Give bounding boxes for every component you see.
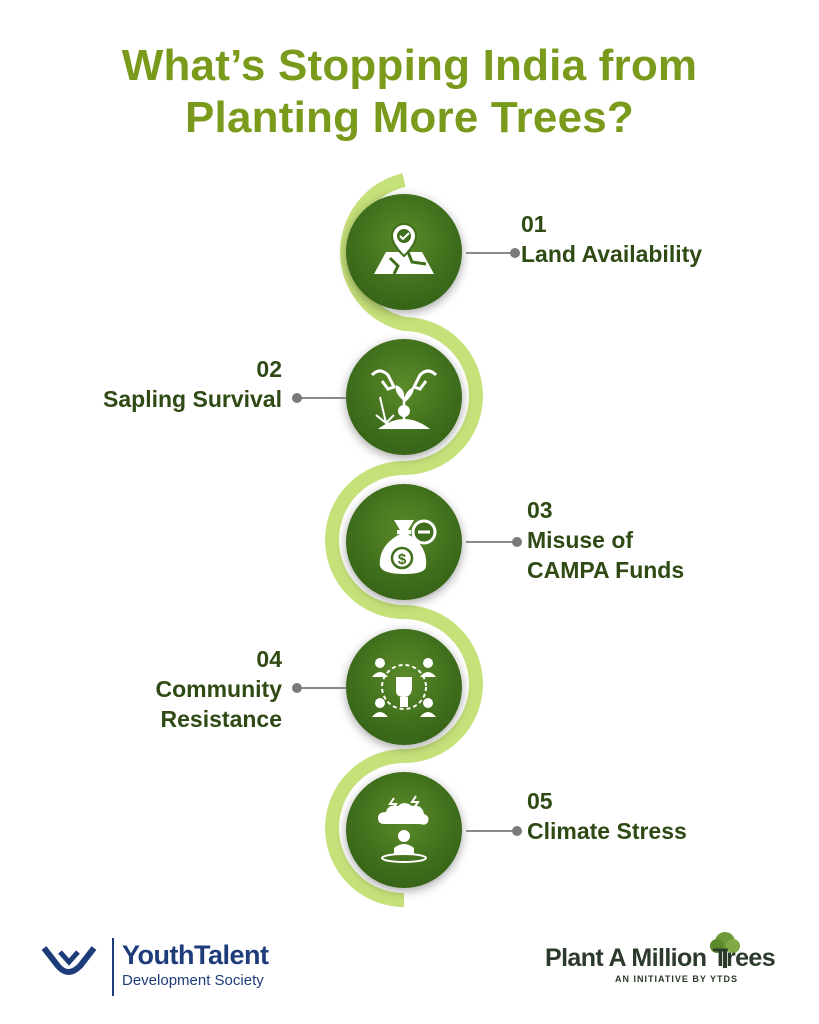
ytds-name: YouthTalent <box>122 940 269 970</box>
ytds-subtitle: Development Society <box>122 972 264 989</box>
connector-4 <box>296 687 346 689</box>
pamt-name: Plant A Million Trees <box>545 944 776 972</box>
item-number: 04 <box>256 646 282 672</box>
item-label-line-2: CAMPA Funds <box>527 557 685 583</box>
title-line-2: Planting More Trees? <box>185 93 634 142</box>
item-label-line-1: Misuse of <box>527 527 634 553</box>
item-number: 01 <box>521 211 547 237</box>
item-label: Land Availability <box>521 241 703 267</box>
ytds-mark-icon <box>41 946 97 975</box>
sapling-hands-icon <box>370 369 438 429</box>
map-location-icon <box>374 222 434 275</box>
item-label: Climate Stress <box>527 818 687 844</box>
connector-2 <box>296 397 346 399</box>
connector-dot-3 <box>512 537 522 547</box>
label-climate-stress: 05 Climate Stress <box>527 786 687 846</box>
item-number: 05 <box>527 788 553 814</box>
plant-a-million-trees-logo: Plant A Million Trees AN INITIATIVE BY Y… <box>545 930 795 1000</box>
label-misuse-campa-funds: 03 Misuse of CAMPA Funds <box>527 495 684 585</box>
node-climate-stress <box>346 772 462 888</box>
storm-person-icon <box>378 795 429 863</box>
node-misuse-campa-funds: $ <box>346 484 462 600</box>
item-number: 02 <box>256 356 282 382</box>
ytds-separator <box>112 938 114 996</box>
tree-icon <box>710 932 740 968</box>
connector-dot-2 <box>292 393 302 403</box>
pamt-subtitle: AN INITIATIVE BY YTDS <box>615 974 739 984</box>
node-sapling-survival <box>346 339 462 455</box>
money-bag-minus-icon: $ <box>379 519 437 574</box>
connector-3 <box>466 541 518 543</box>
label-community-resistance: 04 Community Resistance <box>66 644 283 734</box>
connector-5 <box>466 830 518 832</box>
item-number: 03 <box>527 497 553 523</box>
connector-dot-1 <box>510 248 520 258</box>
connector-dot-5 <box>512 826 522 836</box>
title-line-1: What’s Stopping India from <box>121 41 698 90</box>
community-fist-icon <box>372 658 436 717</box>
label-sapling-survival: 02 Sapling Survival <box>66 354 282 414</box>
connector-dot-4 <box>292 683 302 693</box>
item-label: Sapling Survival <box>103 386 282 412</box>
node-community-resistance <box>346 629 462 745</box>
item-label-line-1: Community <box>155 676 283 702</box>
page-title: What’s Stopping India from Planting More… <box>0 40 819 144</box>
label-land-availability: 01 Land Availability <box>521 209 702 269</box>
item-label-line-2: Resistance <box>160 706 282 732</box>
connector-1 <box>466 252 516 254</box>
svg-text:$: $ <box>398 551 407 568</box>
node-land-availability <box>346 194 462 310</box>
